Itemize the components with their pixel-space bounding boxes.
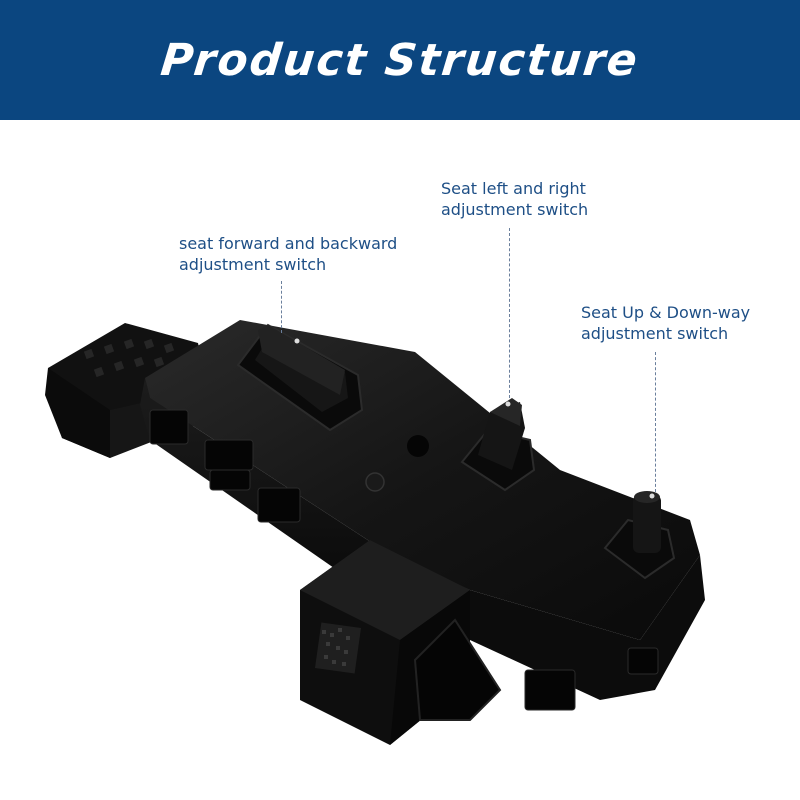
callout-up-down-switch: Seat Up & Down-way adjustment switch	[581, 303, 751, 343]
callout-left-right-switch: Seat left and right adjustment switch	[441, 179, 589, 219]
leader-line-forward-backward	[281, 281, 282, 333]
left-connector-arm	[45, 323, 208, 458]
leader-line-up-down	[655, 352, 656, 492]
callout-forward-backward-switch: seat forward and backward adjustment swi…	[179, 234, 398, 274]
header-banner: Product Structure	[0, 0, 800, 120]
forward-backward-switch	[236, 323, 364, 432]
seat-switch-module-illustration	[45, 320, 705, 745]
leader-line-left-right	[509, 228, 510, 398]
up-down-switch	[603, 491, 676, 580]
lower-housing-block	[300, 540, 502, 745]
module-top-surface	[145, 320, 700, 640]
left-right-switch	[460, 398, 536, 492]
page-title: Product Structure	[158, 34, 642, 86]
